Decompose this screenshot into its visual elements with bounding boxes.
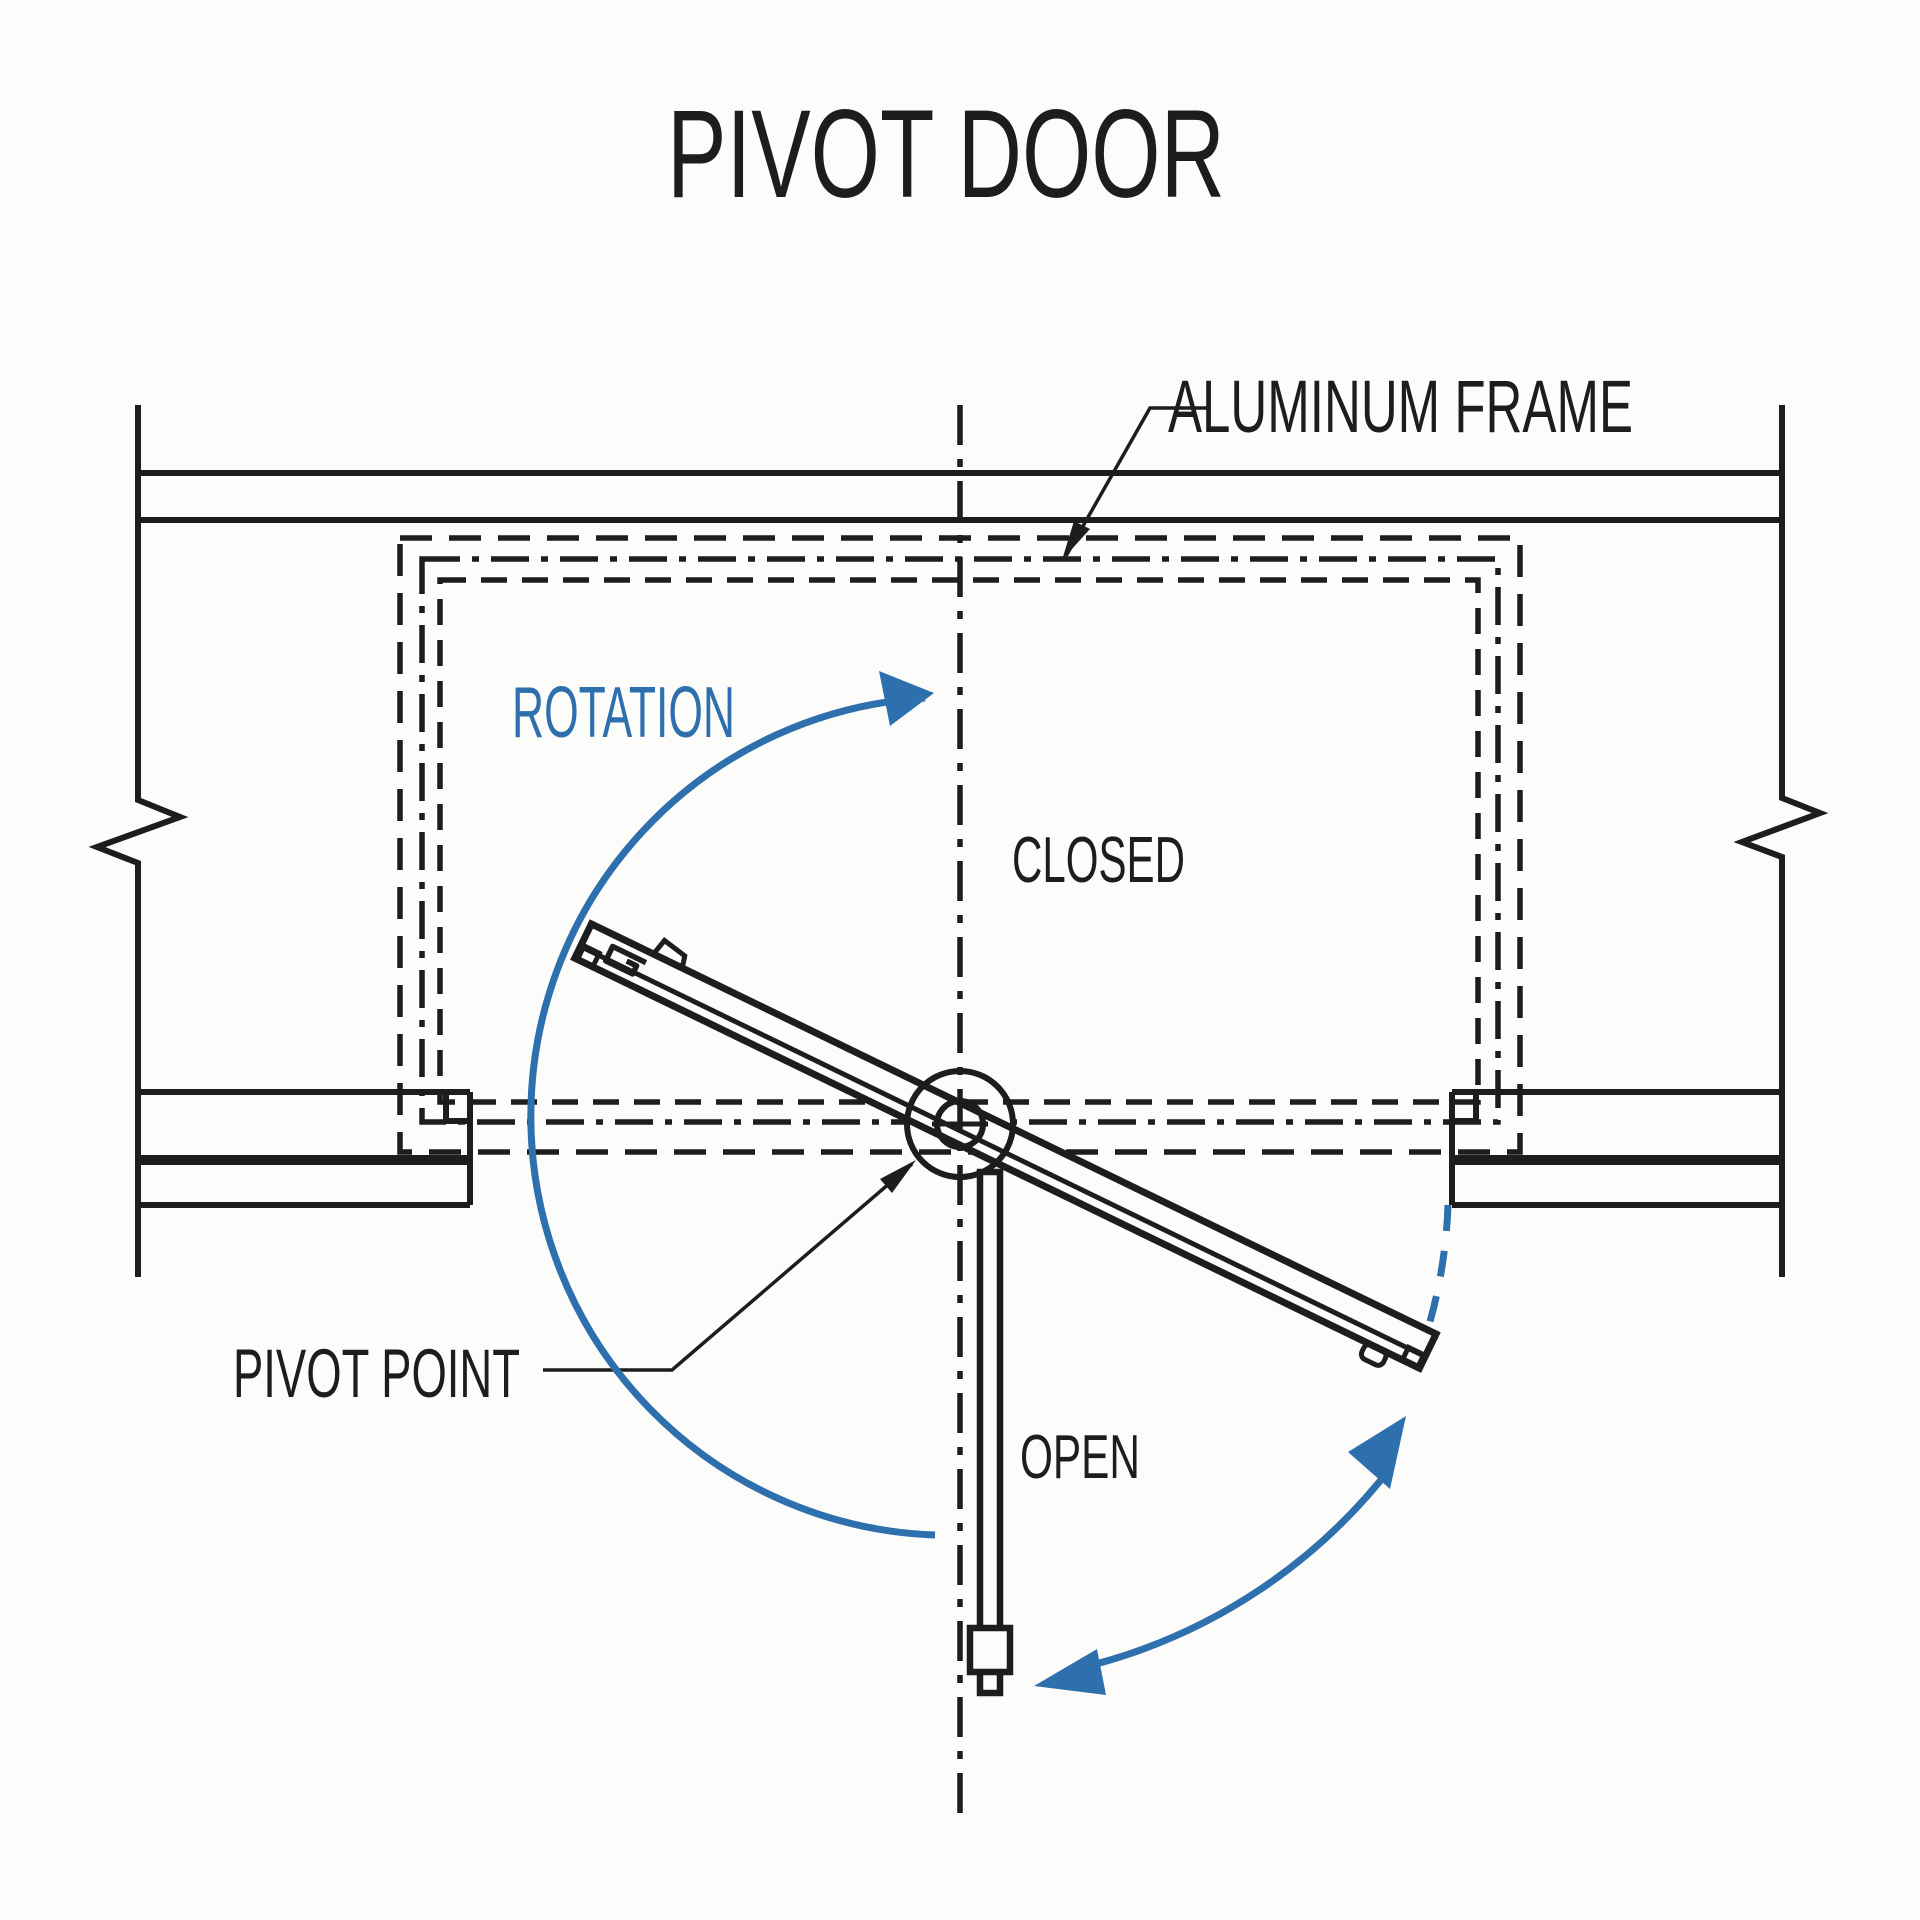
door-knob (1358, 1341, 1389, 1368)
swing-arc-lower-arrowhead (1034, 1649, 1106, 1695)
door-tip-swing-lower-arc (1095, 1463, 1395, 1668)
aluminum-frame-label: ALUMINUM FRAME (1168, 365, 1633, 448)
open-door-handle (966, 1624, 1014, 1676)
door-end-square-right (1399, 1343, 1428, 1371)
open-door-leaf (976, 1168, 1004, 1697)
pivot-point-leader-line (543, 1162, 914, 1372)
door-latch-detail (602, 943, 648, 977)
swing-arc-upper-arrowhead (1348, 1416, 1406, 1489)
aluminum-frame-arrowhead (1062, 521, 1090, 560)
right-jamb-stop-block (1452, 1092, 1479, 1124)
open-label: OPEN (1020, 1423, 1140, 1492)
pivot-point-label: PIVOT POINT (233, 1335, 520, 1412)
door-end-square-left (574, 942, 603, 971)
right-wall-break-line (1733, 405, 1829, 1277)
rotation-arc (527, 694, 936, 1539)
left-wall-break-line (88, 405, 189, 1277)
door-tip-swing-dashed-arc (1423, 1204, 1452, 1334)
rotation-label: ROTATION (512, 673, 735, 753)
aluminum-frame-leader-line (1064, 406, 1207, 557)
door-flag-tab (649, 937, 688, 972)
closed-label: CLOSED (1012, 823, 1185, 896)
pivot-outer-circle (904, 1068, 1016, 1180)
rotation-arc-arrowhead (879, 671, 934, 726)
left-jamb-stop-block (443, 1092, 470, 1124)
page-title: PIVOT DOOR (667, 85, 1225, 224)
pivot-point-arrowhead (880, 1160, 916, 1193)
